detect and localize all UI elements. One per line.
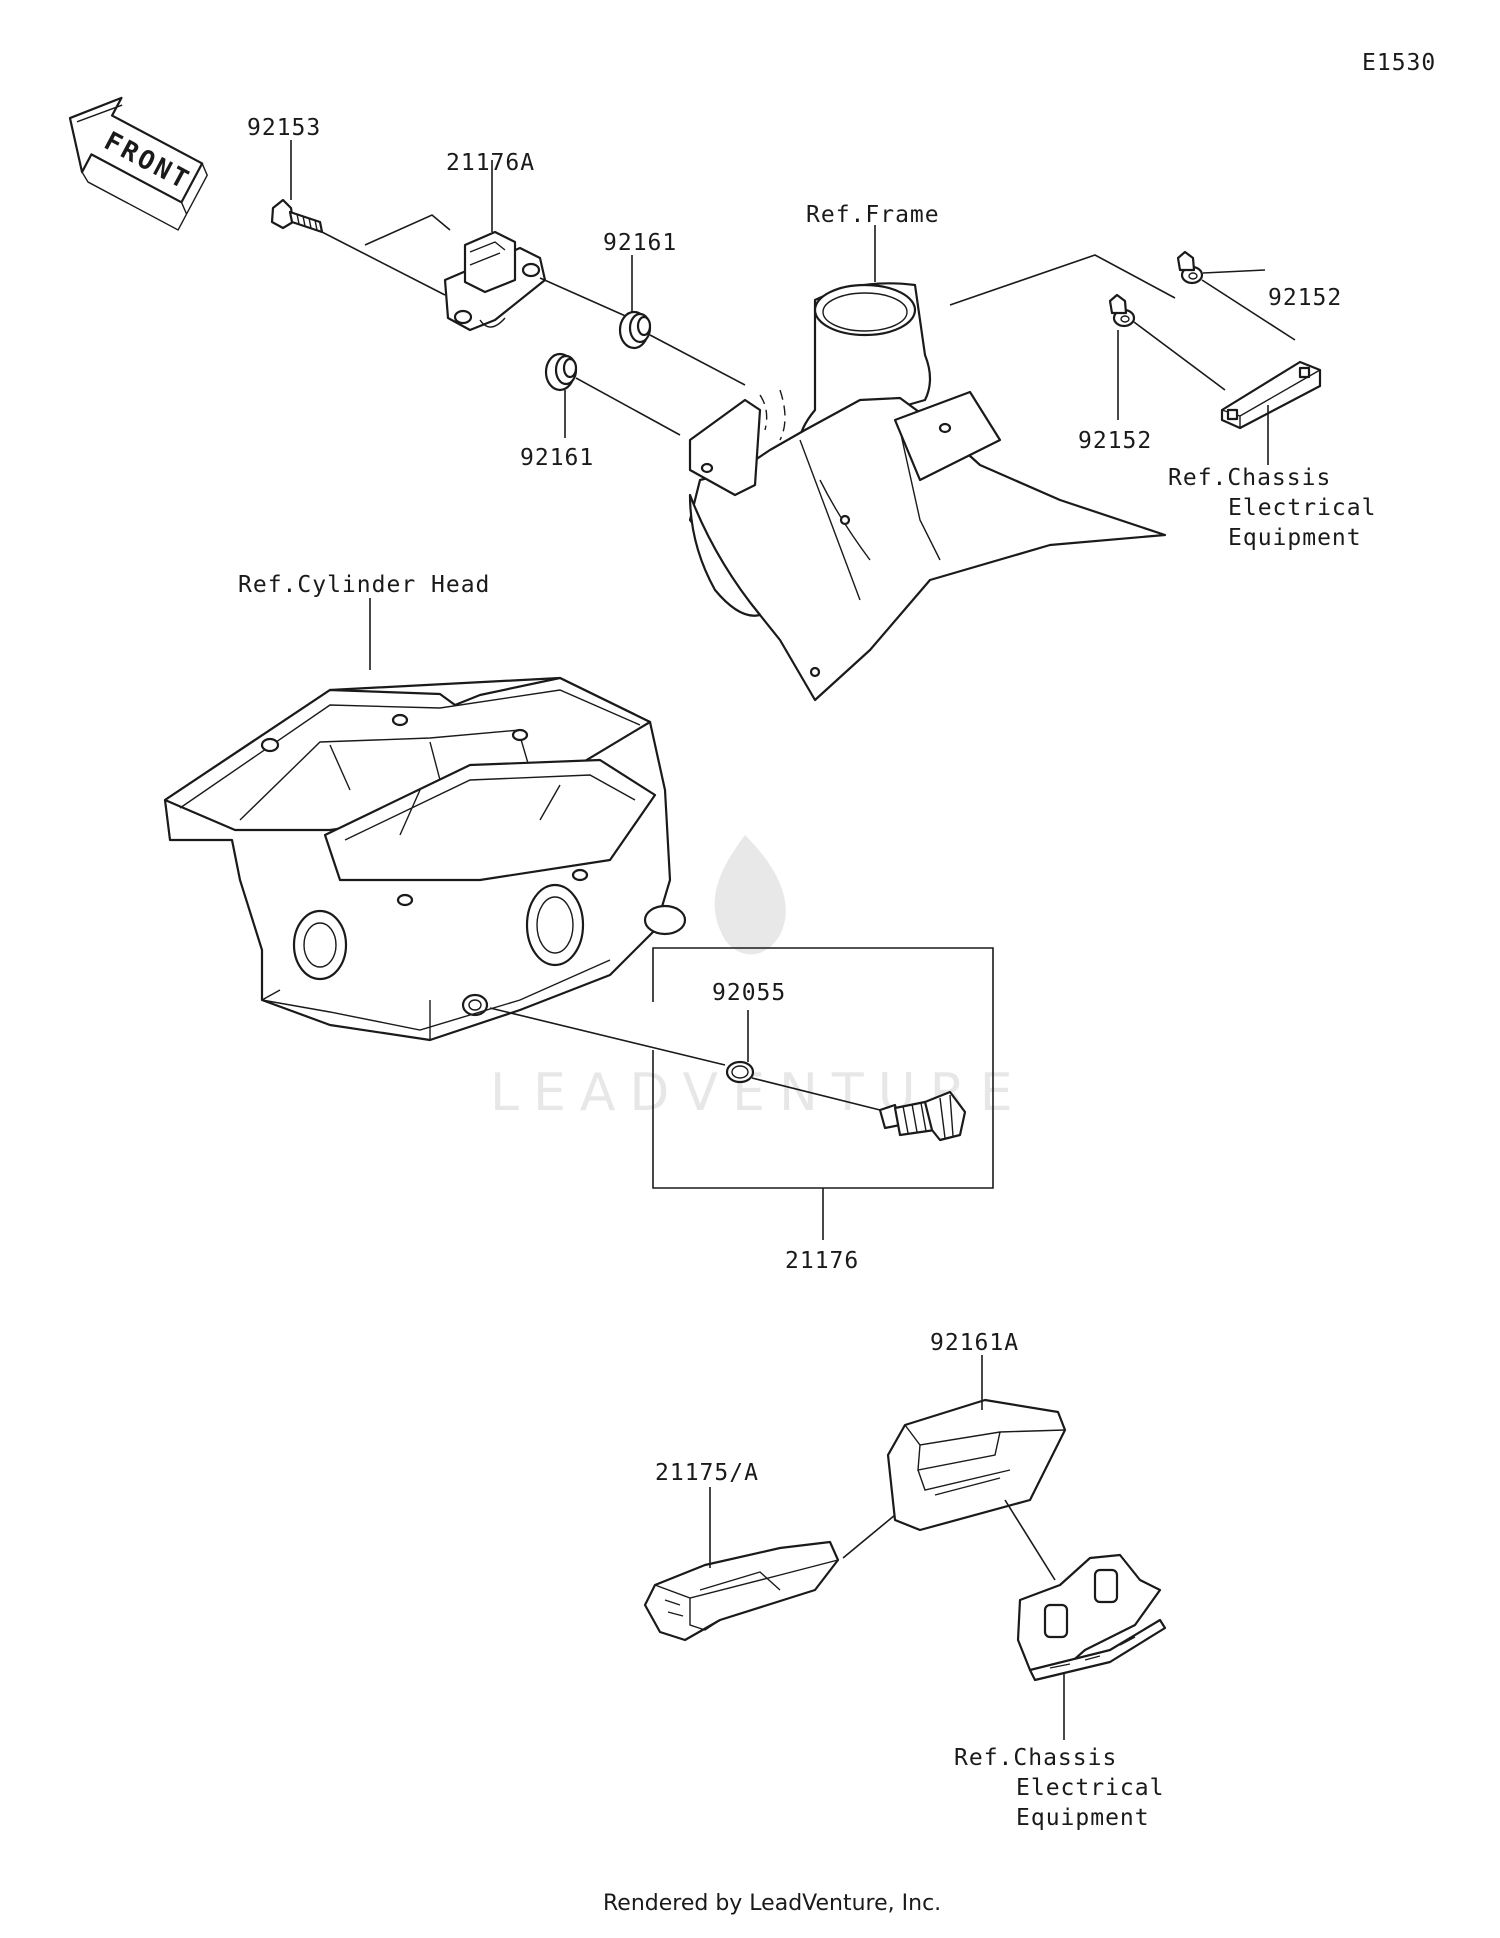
label-grommet-lower: 92161 xyxy=(520,445,594,471)
bolt-92153 xyxy=(270,198,324,234)
label-damper: 92161A xyxy=(930,1330,1019,1356)
diagram-code: E1530 xyxy=(1362,50,1436,76)
grommet-lower xyxy=(544,352,578,392)
label-chassis-bottom-3: Equipment xyxy=(1016,1805,1150,1831)
footer-credit: Rendered by LeadVenture, Inc. xyxy=(603,1891,941,1916)
leader-bracket-sensor xyxy=(364,214,451,246)
leader-grommet-lower-frame xyxy=(575,377,681,436)
sensor-21176a xyxy=(443,230,547,332)
label-temp-sensor: 21176 xyxy=(785,1248,859,1274)
label-frame: Ref.Frame xyxy=(806,202,940,228)
chassis-bar-top xyxy=(1220,360,1322,430)
leader-damper-bracket xyxy=(1004,1499,1056,1581)
temperature-sensor-21176 xyxy=(878,1090,967,1142)
leader-screw-lower-bar xyxy=(1133,321,1226,391)
label-chassis-top-2: Electrical xyxy=(1228,495,1376,521)
group-box-21176 xyxy=(652,947,994,1189)
leader-head-oring xyxy=(489,1007,726,1066)
o-ring-92055 xyxy=(725,1060,755,1084)
leader-screw-upper xyxy=(1202,269,1266,274)
leader-bolt-sensor xyxy=(321,231,446,296)
label-chassis-bottom-1: Ref.Chassis xyxy=(954,1745,1117,1771)
label-sensor-unit: 21175/A xyxy=(655,1460,759,1486)
label-bolt: 92153 xyxy=(247,115,321,141)
label-sensor-top: 21176A xyxy=(446,150,535,176)
screw-lower xyxy=(1108,293,1136,328)
label-screw-upper: 92152 xyxy=(1268,285,1342,311)
leader-damper-unit xyxy=(842,1514,896,1559)
label-chassis-bottom-2: Electrical xyxy=(1016,1775,1164,1801)
grommet-upper xyxy=(618,310,652,350)
chassis-bracket-bottom xyxy=(1016,1553,1167,1682)
label-o-ring: 92055 xyxy=(712,980,786,1006)
sensor-unit-21175a xyxy=(643,1540,840,1642)
damper-92161a xyxy=(886,1398,1067,1532)
frame-section xyxy=(688,282,1167,702)
leader-grommet-upper-frame xyxy=(649,334,746,386)
label-chassis-top-3: Equipment xyxy=(1228,525,1362,551)
watermark-flame-icon xyxy=(714,835,786,955)
label-grommet-upper: 92161 xyxy=(603,230,677,256)
cylinder-head xyxy=(163,676,687,1042)
leader-screw-upper-bar xyxy=(1201,279,1296,341)
front-direction-arrow: FRONT xyxy=(68,96,208,231)
leader-frame-bracket xyxy=(949,254,1176,306)
screw-upper xyxy=(1176,250,1204,285)
leader-sensor-grommet xyxy=(539,277,631,319)
label-chassis-top-1: Ref.Chassis xyxy=(1168,465,1331,491)
label-screw-lower: 92152 xyxy=(1078,428,1152,454)
label-cylinder-head: Ref.Cylinder Head xyxy=(238,572,490,598)
leader-oring-sensor xyxy=(751,1077,881,1111)
